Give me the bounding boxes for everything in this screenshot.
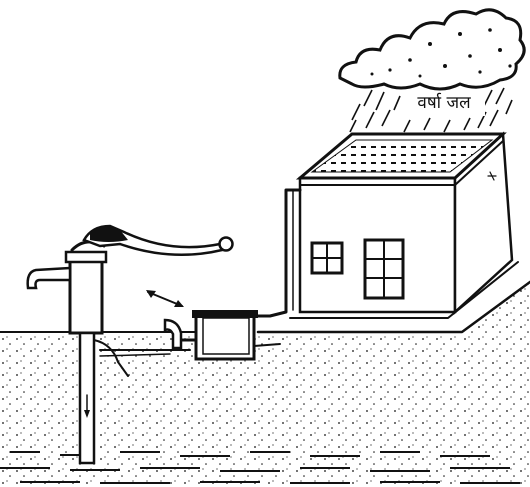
rain-water-label: वर्षा जल bbox=[403, 92, 485, 116]
flow-arrow bbox=[146, 290, 184, 307]
window-large bbox=[365, 240, 403, 298]
cloud bbox=[340, 10, 524, 89]
window-small bbox=[312, 243, 342, 273]
house bbox=[255, 134, 512, 316]
